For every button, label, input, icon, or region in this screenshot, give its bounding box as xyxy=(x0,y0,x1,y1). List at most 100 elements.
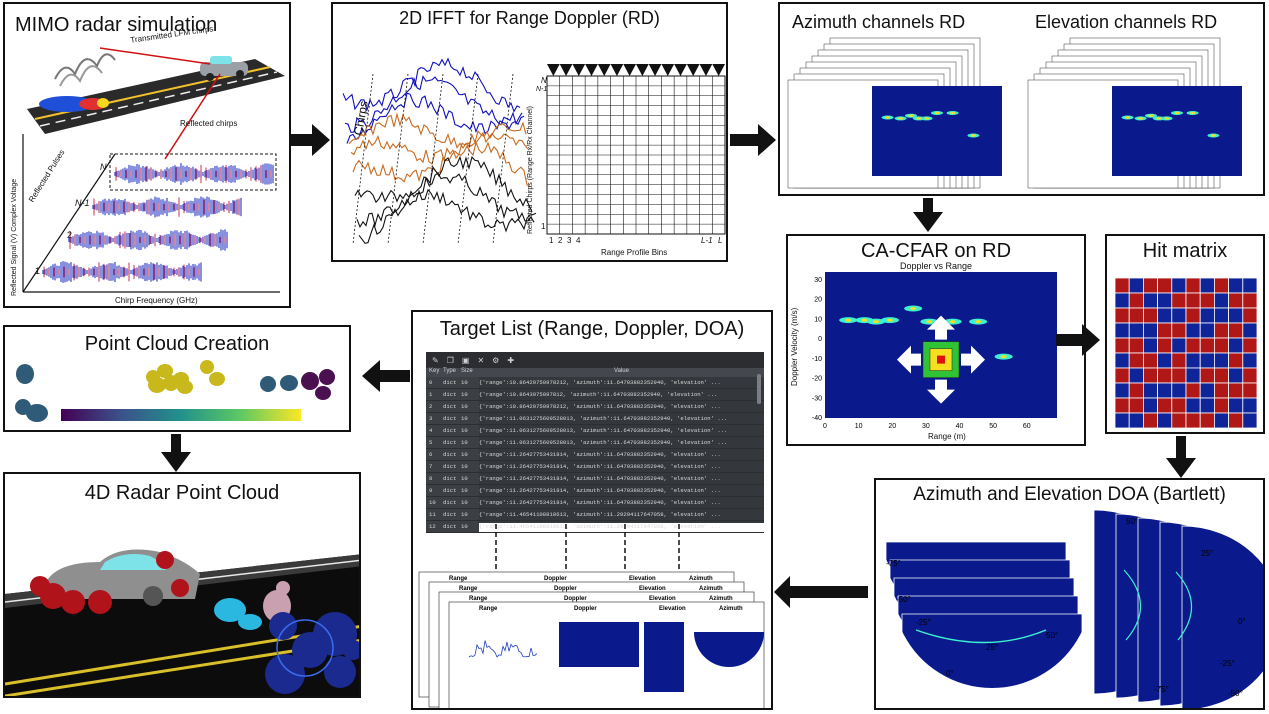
hit-cell xyxy=(1157,382,1173,399)
hit-cell xyxy=(1242,307,1258,324)
hit-cell xyxy=(1143,277,1159,294)
header-key[interactable]: Key xyxy=(429,368,440,374)
header-size[interactable]: Size xyxy=(461,368,473,374)
card-label-azimuth: Azimuth xyxy=(719,606,743,612)
hit-cell xyxy=(1128,337,1144,354)
delete-icon[interactable]: ✕ xyxy=(477,355,485,365)
hit-cell xyxy=(1228,352,1244,369)
arrow-hit-to-doa xyxy=(1166,436,1196,478)
radar-4d-title: 4D Radar Point Cloud xyxy=(84,482,280,504)
hit-cell xyxy=(1199,292,1215,309)
elevation-rd-title: Elevation channels RD xyxy=(1035,12,1218,32)
hit-cell xyxy=(1214,367,1230,384)
explorer-scrollbar[interactable] xyxy=(757,374,761,404)
signal-band xyxy=(114,163,274,185)
card-label-range: Range xyxy=(479,606,498,612)
signal-band-red xyxy=(43,262,200,282)
rd-heatmap xyxy=(1112,86,1242,176)
hit-cell xyxy=(1185,322,1201,339)
fft-arrow xyxy=(623,64,636,76)
copy-icon[interactable]: ❐ xyxy=(446,355,454,365)
header-type[interactable]: Type xyxy=(443,368,457,374)
cell-value: {'range':10.8643975097812, 'azimuth':11.… xyxy=(479,391,718,398)
cfar-target-core xyxy=(886,318,893,322)
hit-cell xyxy=(1199,382,1215,399)
fft-arrow xyxy=(674,64,687,76)
hit-cell xyxy=(1157,307,1173,324)
point-cloud-blobs xyxy=(15,360,335,422)
cfar-ytick: -40 xyxy=(812,415,822,422)
cfar-xtick: 0 xyxy=(823,423,827,430)
reflected-label: Reflected chirps xyxy=(180,119,238,128)
cell-key: 10 xyxy=(426,497,443,508)
cfar-ytick: -30 xyxy=(812,395,822,402)
cell-value: {'range':11.26427753431814, 'azimuth':11… xyxy=(479,463,721,470)
cell-size: 10 xyxy=(461,389,479,400)
hit-cell xyxy=(1242,352,1258,369)
hit-cell xyxy=(1242,412,1258,429)
cell-key: 5 xyxy=(426,437,443,448)
card-label-azimuth: Azimuth xyxy=(689,576,713,582)
cfar-ytick: 30 xyxy=(814,277,822,284)
mimo-panel: MIMO radar simulation Transmitted LFM ch… xyxy=(3,2,291,308)
cfar-ytick: -10 xyxy=(812,356,822,363)
doa-plots: -75°-50°-25°0°25°50°50°25°0°-25°-50°-75° xyxy=(885,509,1263,708)
hit-cell xyxy=(1171,412,1187,429)
cell-value: {'range':10.86429750978212, 'azimuth':11… xyxy=(479,403,721,410)
filter-icon[interactable]: ⚙ xyxy=(492,355,500,365)
hit-cell xyxy=(1171,307,1187,324)
cell-value: {'range':11.26427753431814, 'azimuth':11… xyxy=(479,451,721,458)
azel-rd-panel: Azimuth channels RD Elevation channels R… xyxy=(778,2,1265,196)
chirp-trace xyxy=(344,75,523,133)
cfar-xtick: 10 xyxy=(855,423,863,430)
cell-key: 9 xyxy=(426,485,443,496)
header-value[interactable]: Value xyxy=(614,368,629,374)
elevation-tick: 0° xyxy=(1238,617,1246,626)
card-label-elevation: Elevation xyxy=(659,606,686,612)
mimo-one: 1 xyxy=(35,266,41,276)
cell-size: 10 xyxy=(461,377,479,388)
cell-type: dict xyxy=(443,389,461,400)
colorbar xyxy=(61,409,301,421)
hit-cell xyxy=(1114,367,1130,384)
save-icon[interactable]: ▣ xyxy=(461,355,470,365)
azimuth-tick: 0° xyxy=(946,669,954,678)
hit-cell xyxy=(1228,322,1244,339)
hit-cell xyxy=(1143,412,1159,429)
expand-icon[interactable]: ✚ xyxy=(507,355,515,365)
hit-cell xyxy=(1157,397,1173,414)
elevation-tick: -50° xyxy=(1228,689,1243,698)
hit-cell xyxy=(1128,412,1144,429)
card-label-azimuth: Azimuth xyxy=(699,586,723,592)
azimuth-tick: 50° xyxy=(1046,631,1058,640)
arrow-pointcloud-to-4d xyxy=(161,434,191,472)
hit-cell xyxy=(1128,352,1144,369)
edit-icon[interactable]: ✎ xyxy=(432,355,439,365)
hit-cell xyxy=(1185,352,1201,369)
hit-cell xyxy=(1171,352,1187,369)
cfar-arrow-left xyxy=(897,345,921,374)
rd-target-core xyxy=(1138,117,1144,120)
azimuth-tick: 25° xyxy=(986,643,998,652)
ifft-ytick-1: 1 xyxy=(541,222,546,231)
hit-cell xyxy=(1143,397,1159,414)
dashed-guide xyxy=(422,73,444,245)
hit-cell xyxy=(1242,397,1258,414)
cell-key: 0 xyxy=(426,377,443,388)
azel-stacks xyxy=(787,37,1242,189)
